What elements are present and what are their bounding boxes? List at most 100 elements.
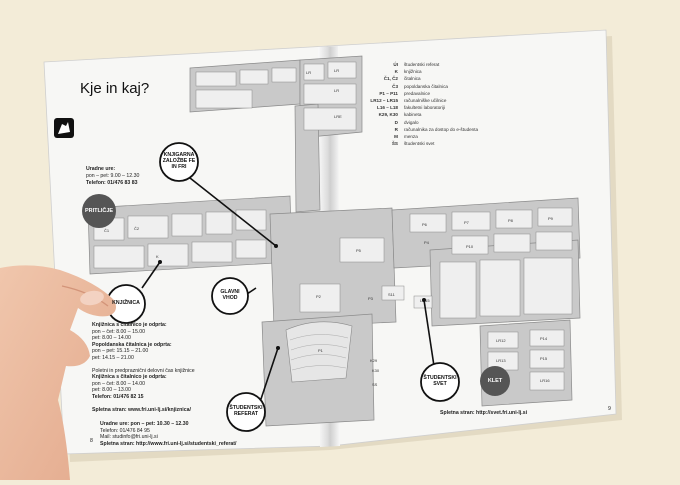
- auditorium-seats: [289, 334, 349, 371]
- bookstore-hours: pon – pet: 9.00 – 12.30: [86, 173, 140, 179]
- legend-code: Č1, Č2: [383, 76, 398, 82]
- room-label: P15: [540, 356, 548, 361]
- legend-desc: predavalnice: [404, 90, 431, 96]
- room-label: LR12: [496, 338, 506, 343]
- council-web: Spletna stran: http://svet.fri.uni-lj.si: [440, 410, 528, 416]
- legend-row: ŠS študentski svet: [360, 141, 435, 147]
- legend-desc: knjižnica: [404, 69, 422, 75]
- callout-dots: [158, 244, 426, 350]
- page-number-right: 9: [608, 406, 611, 412]
- hand: [0, 265, 116, 480]
- room-label: LRE: [334, 114, 342, 119]
- room-label: P4: [424, 240, 430, 245]
- bookstore-hours-heading: Uradne ure:: [86, 166, 116, 172]
- legend-code: D: [394, 119, 398, 125]
- library-info-line: Popoldanska čitalnica je odprta:: [92, 341, 172, 348]
- room-label: P3: [368, 296, 374, 301]
- library-info-line: pet: 14.15 – 21.00: [92, 354, 134, 361]
- library-info-line: pet: 8.00 – 14.00: [92, 335, 131, 341]
- page-title: Kje in kaj?: [80, 80, 150, 97]
- room-label: P6: [422, 222, 428, 227]
- legend-code: L16 – L18: [377, 105, 398, 111]
- legend-code: M: [394, 134, 398, 139]
- legend-code: K: [394, 69, 398, 75]
- basement-badge: KLET: [480, 366, 510, 396]
- legend-row: L16 – L18 fakultetni laboratoriji: [360, 105, 445, 110]
- library-info: Knjižnica s čitalnico je odprta: pon – č…: [92, 322, 195, 413]
- legend-row: K29, K30 kabineta: [360, 112, 422, 118]
- bookstore-label: KNJIGARNA ZALOŽBE FE IN FRI: [162, 152, 196, 170]
- student-council-label: ŠTUDENTSKI SVET: [423, 375, 457, 387]
- room-label: S11: [388, 292, 396, 297]
- room-label: LR: [334, 88, 339, 93]
- exit-figure-icon: [58, 122, 70, 134]
- legend-desc: računalniške učilnice: [404, 98, 447, 103]
- room-label: P5: [356, 248, 362, 253]
- room-label: LR16: [540, 378, 550, 383]
- bookstore-phone: Telefon: 01/476 83 83: [86, 180, 138, 186]
- legend-desc: študentski svet: [404, 141, 435, 147]
- room-label: P9: [548, 216, 554, 221]
- library-label: KNJIŽNICA: [112, 300, 140, 307]
- office-info-line: Uradne ure: pon – pet: 10.30 – 12.30: [100, 421, 189, 427]
- legend-code: P1 – P11: [379, 90, 398, 96]
- legend-desc: popoldanska čitalnica: [404, 83, 448, 89]
- legend-desc: fakultetni laboratoriji: [404, 105, 445, 111]
- legend-row: P1 – P11 predavalnice: [360, 91, 430, 96]
- room-label: P1: [318, 348, 324, 353]
- legend-code: ŠS: [391, 141, 398, 147]
- room-label: K: [156, 254, 159, 259]
- library-info-heading: Knjižnica s čitalnico je odprta:: [92, 322, 167, 328]
- library-info-line: Poletni in predpraznični delovni čas knj…: [92, 367, 195, 374]
- legend-code: ÚI: [393, 62, 398, 67]
- legend-desc: menza: [404, 134, 418, 139]
- student-office-label: ŠTUDENTSKI REFERAT: [229, 405, 263, 417]
- room-label: P14: [540, 336, 548, 341]
- room-label: P2: [316, 294, 322, 299]
- legend-desc: računalnika za dostop do e-študenta: [404, 126, 479, 132]
- room-label: LR: [306, 70, 311, 75]
- legend-code: R: [394, 126, 398, 132]
- room-label: P10: [466, 244, 474, 249]
- room-label: P8: [508, 218, 514, 223]
- library-info-line: Knjižnica s čitalnico je odprta:: [92, 374, 167, 380]
- room-label: LR: [334, 68, 339, 73]
- room-label: SS: [372, 382, 378, 387]
- legend-desc: čitalnica: [404, 76, 421, 82]
- ground-floor-badge: PRITLIČJE: [82, 194, 116, 228]
- library-info-line: pon – čet: 8.00 – 15.00: [92, 328, 146, 335]
- legend-row: LR12 – LR15 računalniške učilnice: [360, 98, 446, 103]
- legend-desc: kabineta: [404, 112, 422, 118]
- library-info-line: Telefon: 01/476 82 15: [92, 393, 144, 400]
- legend-code: K29, K30: [378, 112, 398, 118]
- legend-code: LR12 – LR15: [370, 98, 398, 103]
- legend-row: Č3 popoldanska čitalnica: [360, 84, 448, 89]
- legend-row: ÚI študentski referat: [360, 62, 439, 67]
- auditorium: [285, 321, 353, 383]
- room-label: K30: [372, 368, 380, 373]
- library-info-line: pet: 8.00 – 13.00: [92, 387, 131, 393]
- legend-desc: dvigalo: [404, 119, 419, 125]
- room-label: LR13: [496, 358, 506, 363]
- room-label: Č1: [104, 228, 110, 233]
- legend-code: Č3: [392, 83, 398, 89]
- callout-circles: [106, 142, 460, 432]
- office-info-line: Spletna stran: http://www.fri.uni-lj.si/…: [100, 440, 237, 447]
- room-label: K29: [370, 358, 378, 363]
- library-info-line: pon – pet: 15.15 – 21.00: [92, 348, 149, 354]
- legend-row: Č1, Č2 čitalnica: [360, 76, 421, 81]
- office-info-line: Telefon: 01/476 84 95: [100, 427, 150, 434]
- room-label: Č2: [134, 226, 140, 231]
- library-info-line: pon – čet: 8.00 – 14.00: [92, 380, 146, 387]
- room-label: P7: [464, 220, 470, 225]
- legend-desc: študentski referat: [404, 62, 440, 67]
- main-entrance-label: GLAVNI VHOD: [220, 289, 240, 301]
